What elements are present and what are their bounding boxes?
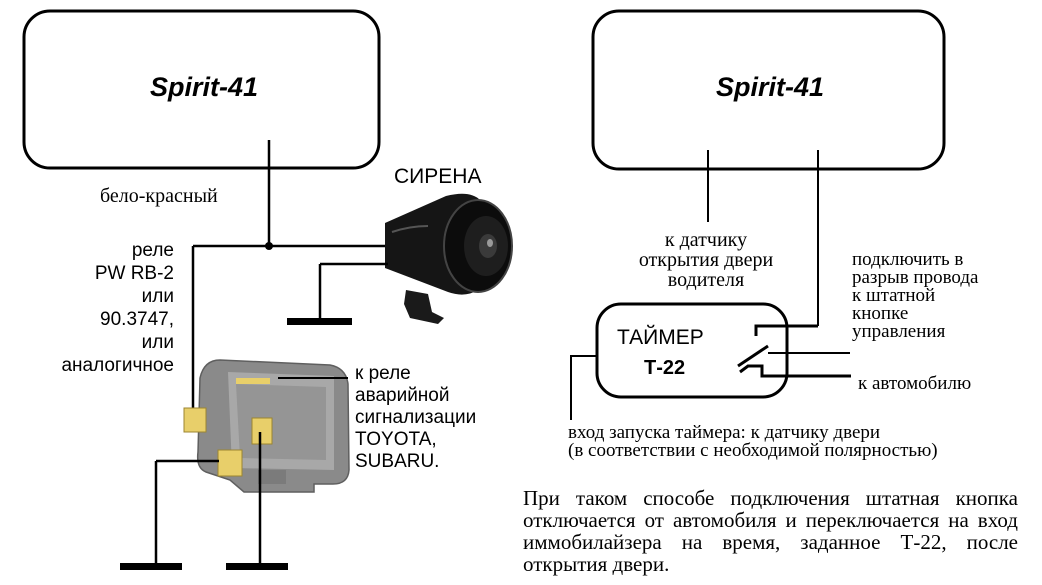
relay-label: реле PW RB-2 или 90.3747, или аналогично… [60, 239, 174, 377]
connect-label: подключить в разрыв провода к штатной кн… [852, 249, 979, 342]
explanation-note: При таком способе подключения штатная кн… [523, 486, 1018, 576]
timer-box [595, 302, 789, 399]
timer-contact-bottom [739, 364, 851, 378]
wire-label: бело-красный [100, 185, 218, 207]
hazard-label-line: SUBARU. [355, 451, 440, 472]
timer-contact-switch [737, 344, 769, 368]
timer-contact-top [754, 324, 818, 336]
door-sensor-line: открытия двери [638, 249, 774, 271]
siren-ground-symbol [287, 318, 352, 325]
siren-label: СИРЕНА [394, 165, 482, 188]
left-device-box [22, 9, 381, 170]
connect-line: к штатной [852, 285, 936, 306]
trigger-line: (в соответствии с необходимой полярность… [568, 440, 938, 461]
timer-title: ТАЙМЕР [617, 326, 704, 349]
siren-image [385, 193, 513, 324]
right-device-title: Spirit-41 [716, 72, 825, 102]
connect-line: кнопке [852, 303, 909, 324]
junction-dot [265, 242, 273, 250]
hazard-label-line: к реле [355, 363, 411, 384]
door-sensor-line: водителя [667, 269, 745, 291]
car-label: к автомобилю [858, 373, 972, 394]
connect-line: управления [852, 321, 946, 342]
relay-label-line: аналогичное [61, 355, 174, 376]
relay-label-line: 90.3747, [100, 309, 174, 330]
relay-ground-b [226, 563, 288, 570]
right-device-box [591, 9, 946, 171]
trigger-line: вход запуска таймера: к датчику двери [568, 422, 881, 443]
relay-label-line: или [141, 286, 174, 307]
relay-label-line: или [141, 332, 174, 353]
timer-model: Т-22 [644, 357, 686, 379]
left-device-title: Spirit-41 [150, 72, 259, 102]
hazard-label-line: аварийной [355, 385, 450, 406]
relay-label-line: реле [131, 240, 174, 261]
door-sensor-line: к датчику [664, 229, 748, 251]
relay-label-line: PW RB-2 [94, 263, 174, 284]
relay-image [183, 359, 350, 493]
hazard-label-line: сигнализации [355, 407, 477, 428]
trigger-wire [570, 355, 597, 420]
connect-line: подключить в [852, 249, 964, 270]
door-sensor-label: к датчику открытия двери водителя [616, 230, 796, 290]
trigger-label: вход запуска таймера: к датчику двери (в… [566, 422, 938, 461]
hazard-label: к реле аварийной сигнализации TOYOTA, SU… [355, 363, 476, 473]
relay-ground-a [120, 563, 182, 570]
hazard-label-line: TOYOTA, [355, 429, 437, 450]
connect-line: разрыв провода [852, 267, 979, 288]
